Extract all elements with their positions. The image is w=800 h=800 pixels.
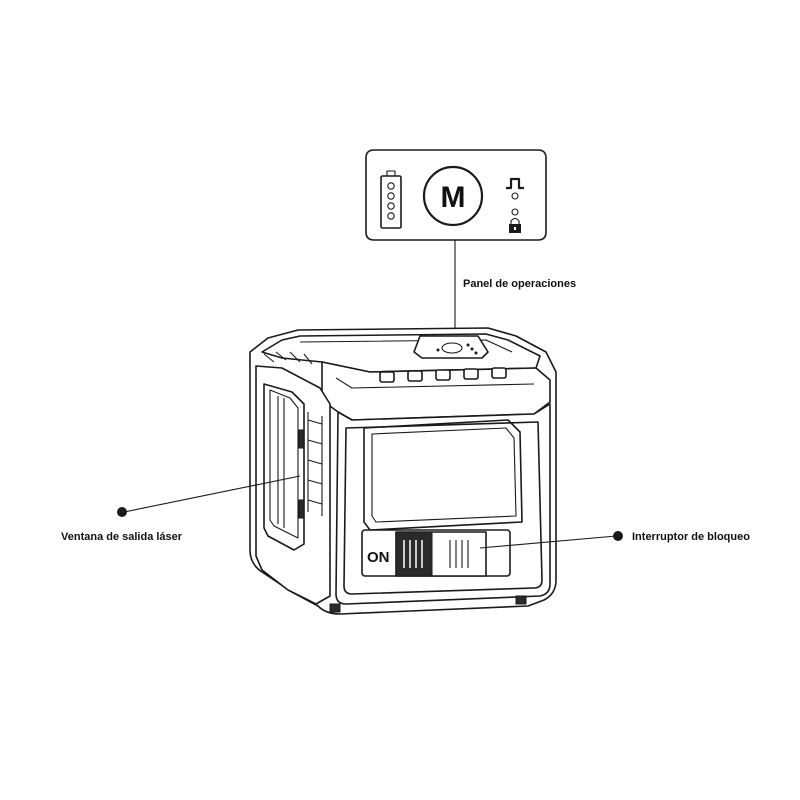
mode-button: M <box>422 165 484 227</box>
lock-led <box>511 208 519 216</box>
side-ridge-teeth <box>263 351 313 365</box>
operations-panel-inset: M <box>365 149 547 241</box>
mode-button-label: M <box>441 181 466 214</box>
lock-switch-label: Interruptor de bloqueo <box>632 531 750 543</box>
laser-window-callout: Ventana de salida láser <box>61 475 301 543</box>
battery-icon <box>380 170 402 229</box>
pulse-icon <box>506 177 524 190</box>
operations-panel-label: Panel de operaciones <box>463 278 576 290</box>
laser-level-device: ON <box>249 327 557 615</box>
device-top-panel <box>413 335 489 359</box>
lock-icon <box>509 217 521 233</box>
pulse-led <box>511 192 519 200</box>
lock-switch: ON <box>361 529 511 577</box>
side-ribs <box>307 412 323 516</box>
front-window <box>363 419 523 531</box>
top-ridge-notches <box>379 367 507 383</box>
laser-window <box>263 383 305 551</box>
lock-switch-on-label: ON <box>367 549 390 566</box>
lock-switch-callout: Interruptor de bloqueo <box>479 531 750 549</box>
laser-window-label: Ventana de salida láser <box>61 531 183 543</box>
